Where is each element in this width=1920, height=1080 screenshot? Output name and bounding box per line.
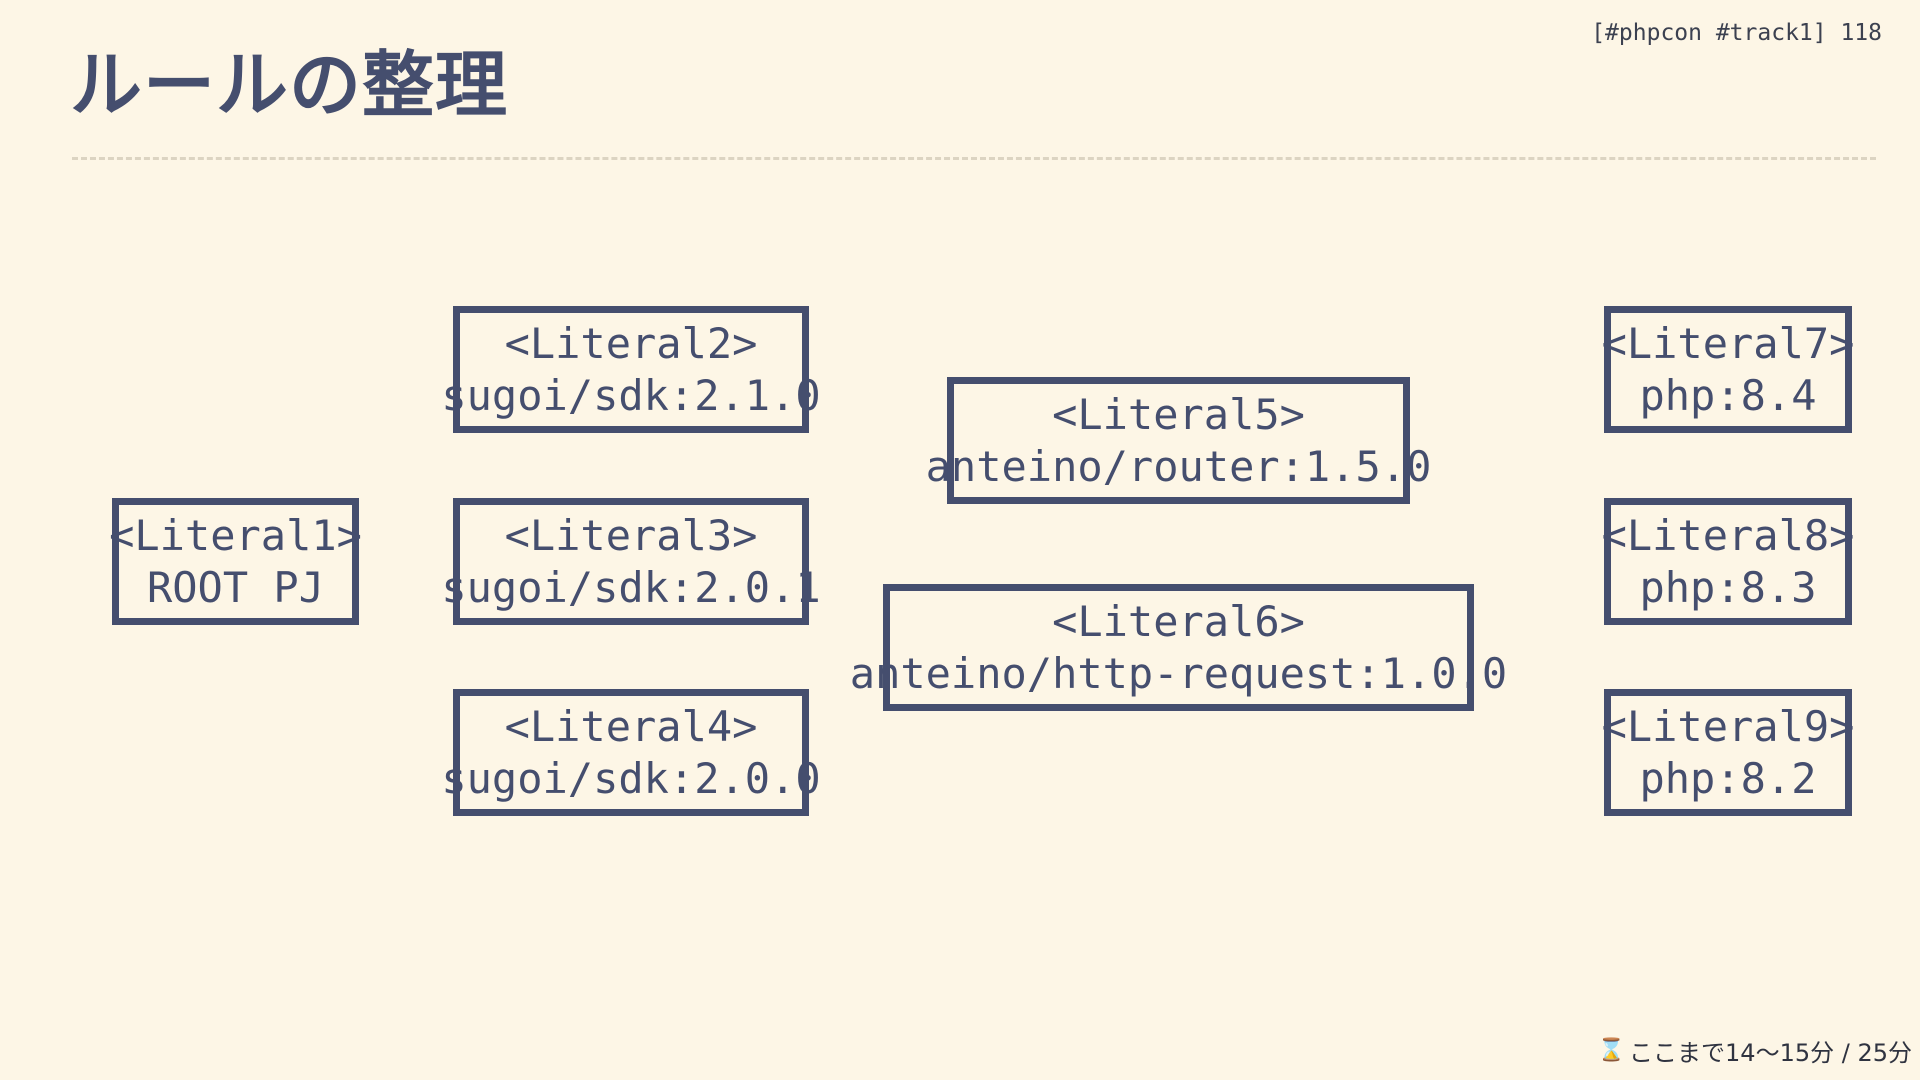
- timer-text: ここまで14〜15分 / 25分: [1629, 1039, 1912, 1067]
- node-literal1: <Literal1> ROOT PJ: [109, 498, 362, 625]
- page-label: [#phpcon #track1] 118: [1591, 20, 1882, 46]
- node-label: php:8.4: [1639, 370, 1817, 420]
- node-label: ROOT PJ: [146, 562, 324, 612]
- title-divider: [72, 157, 1876, 160]
- node-tag: <Literal8>: [1601, 510, 1855, 560]
- node-tag: <Literal2>: [504, 318, 758, 368]
- node-literal6: <Literal6> anteino/http-request:1.0.0: [850, 584, 1507, 711]
- node-tag: <Literal4>: [504, 701, 758, 751]
- node-label: anteino/router:1.5.0: [925, 441, 1432, 491]
- node-tag: <Literal9>: [1601, 701, 1855, 751]
- node-literal8: <Literal8> php:8.3: [1601, 498, 1855, 625]
- hourglass-icon: ⌛: [1597, 1038, 1626, 1063]
- node-tag: <Literal3>: [504, 510, 758, 560]
- node-label: php:8.3: [1639, 562, 1817, 612]
- node-literal4: <Literal4> sugoi/sdk:2.0.0: [441, 689, 821, 816]
- node-literal2: <Literal2> sugoi/sdk:2.1.0: [441, 306, 821, 433]
- node-label: sugoi/sdk:2.1.0: [441, 370, 821, 420]
- node-tag: <Literal7>: [1601, 318, 1855, 368]
- node-literal7: <Literal7> php:8.4: [1601, 306, 1855, 433]
- node-literal9: <Literal9> php:8.2: [1601, 689, 1855, 816]
- node-label: sugoi/sdk:2.0.0: [441, 753, 821, 803]
- node-literal3: <Literal3> sugoi/sdk:2.0.1: [441, 498, 821, 625]
- node-tag: <Literal1>: [109, 510, 362, 560]
- node-tag: <Literal5>: [1052, 389, 1305, 439]
- node-label: php:8.2: [1639, 753, 1817, 803]
- node-label: anteino/http-request:1.0.0: [849, 648, 1508, 698]
- elapsed-time-indicator: ⌛ ここまで14〜15分 / 25分: [1598, 1033, 1912, 1068]
- node-tag: <Literal6>: [1052, 596, 1305, 646]
- node-literal5: <Literal5> anteino/router:1.5.0: [926, 377, 1431, 504]
- node-label: sugoi/sdk:2.0.1: [441, 562, 821, 612]
- slide-title: ルールの整理: [70, 43, 509, 127]
